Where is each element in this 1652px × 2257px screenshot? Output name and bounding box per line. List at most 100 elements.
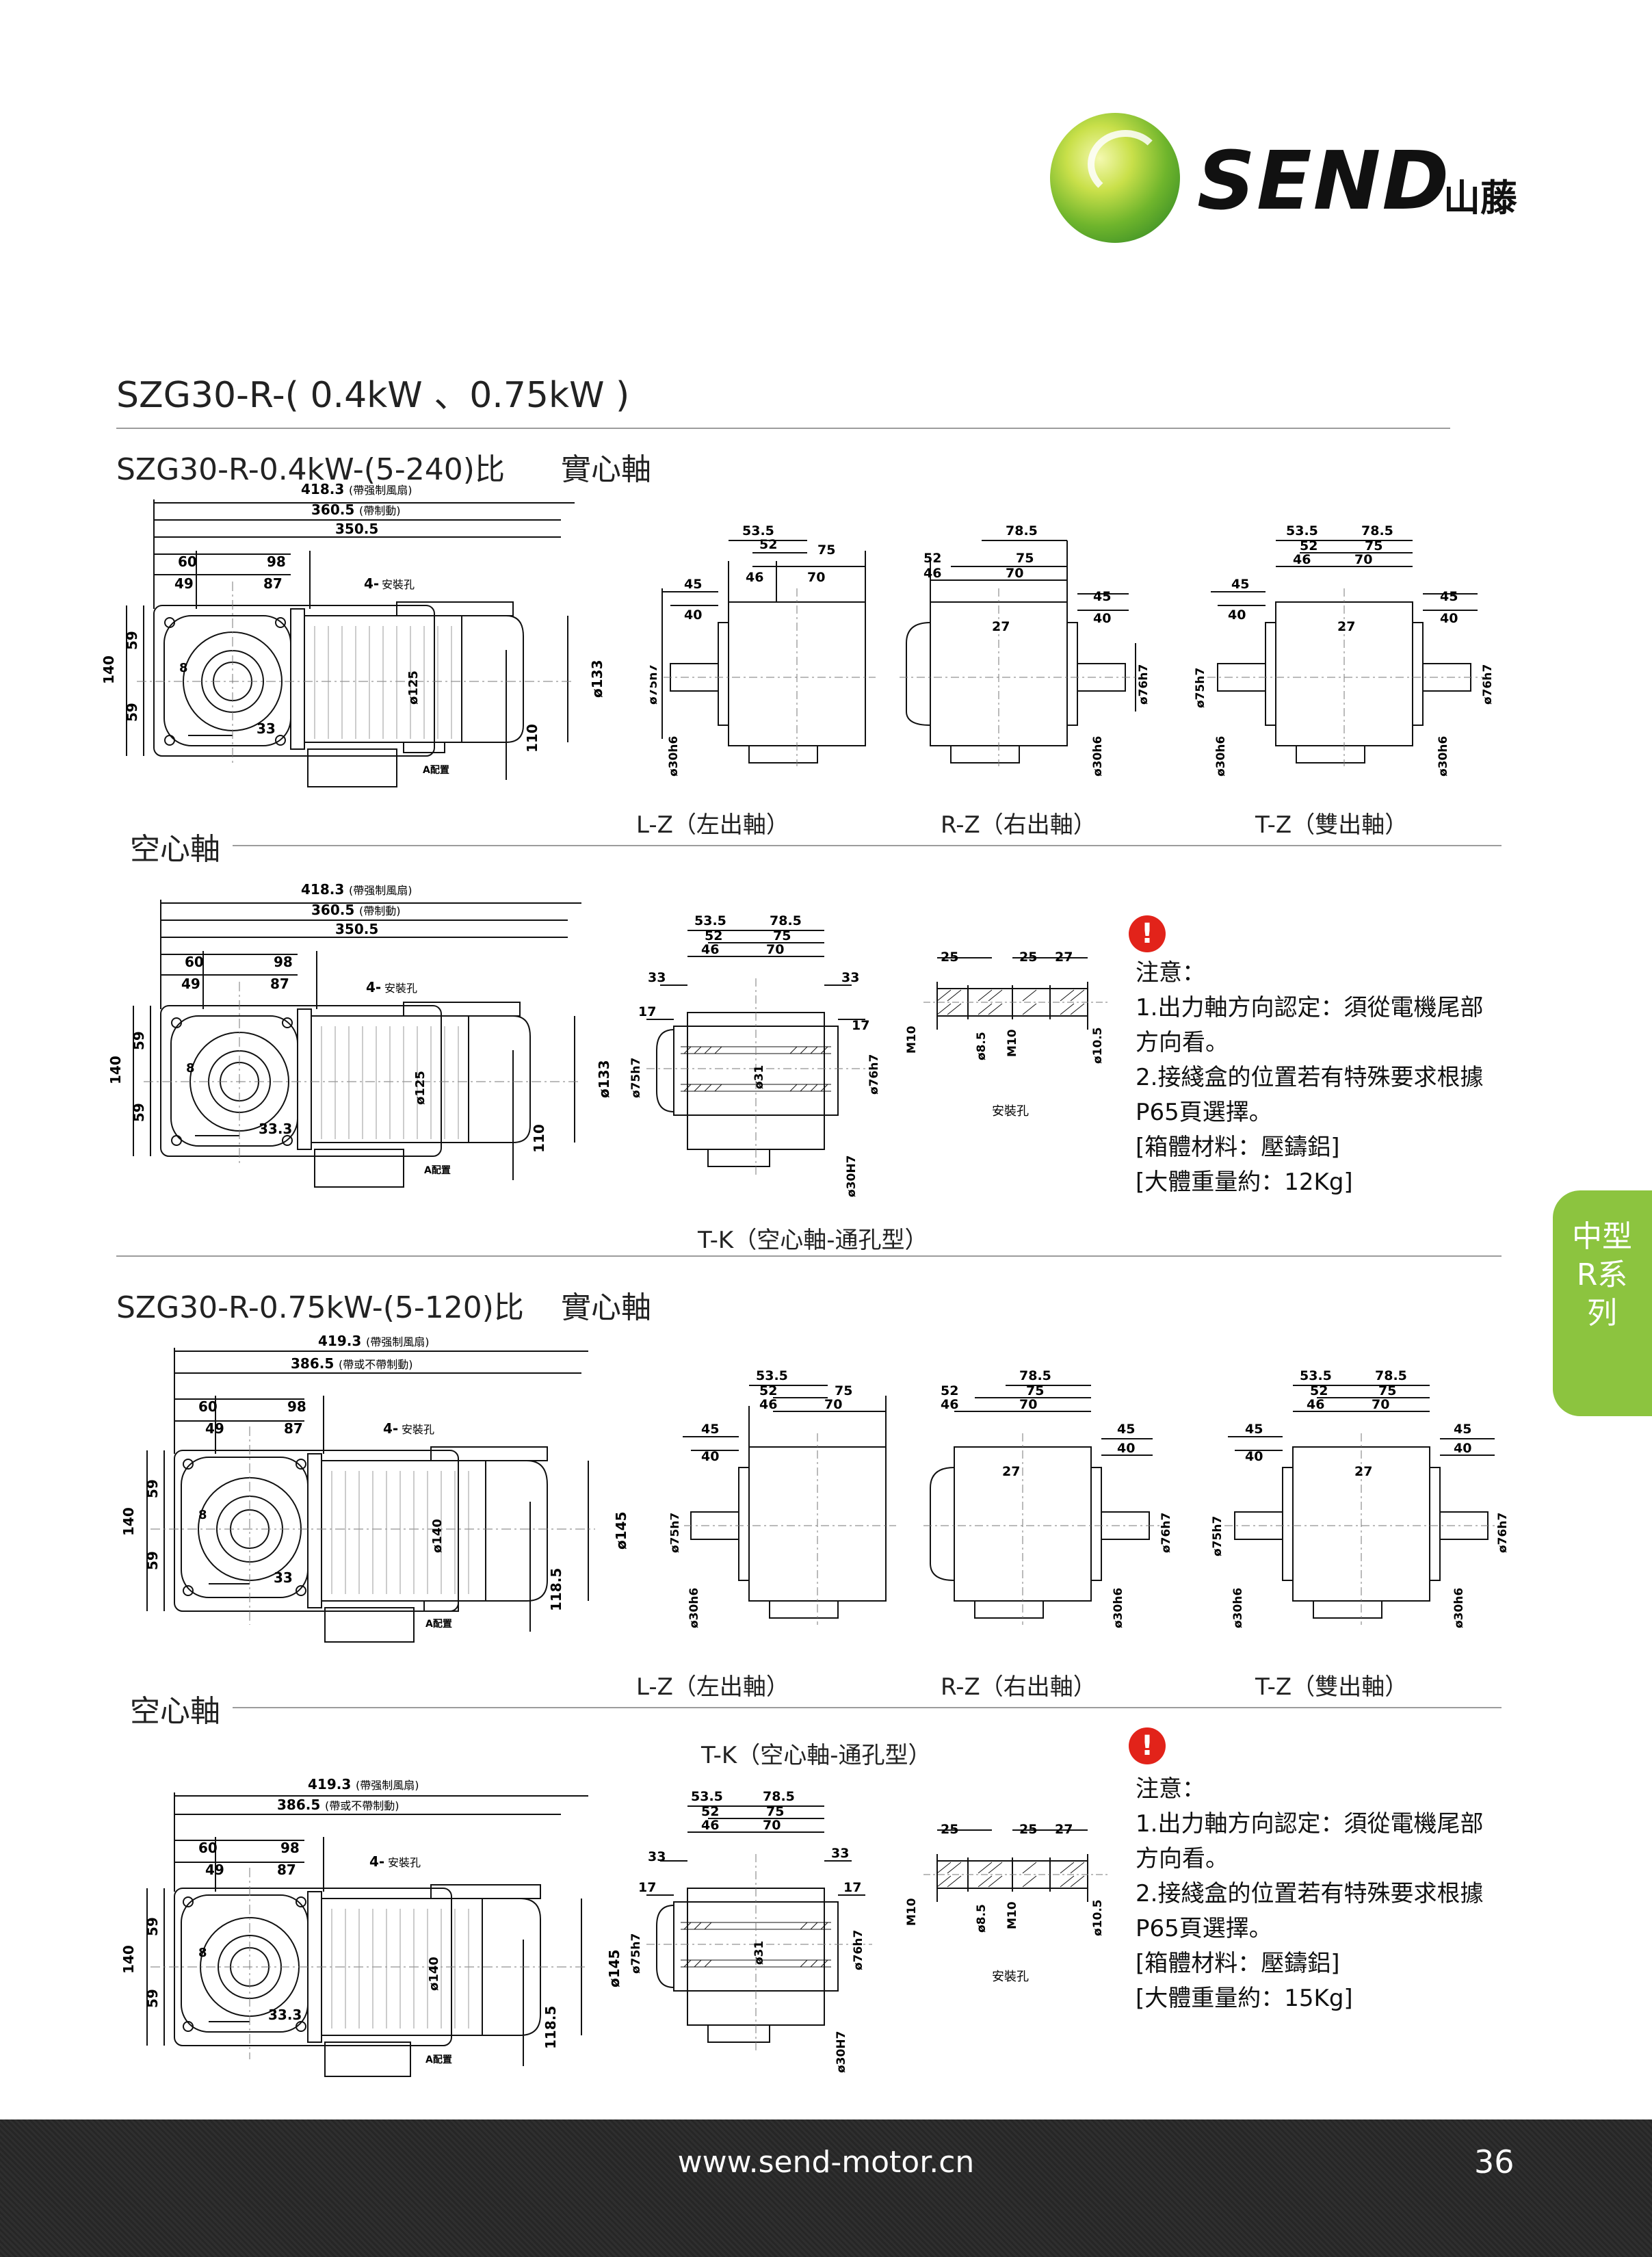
dim-40: 40 xyxy=(1093,611,1111,626)
section2-mounting-hole-detail: 25 25 27 M10 ø8.5 M10 ø10.5 安裝孔 xyxy=(903,1813,1122,2005)
dim-8: 8 xyxy=(198,1508,207,1522)
dim-total-fan-note: (帶强制風扇) xyxy=(349,484,412,497)
dim-phi125: ø125 xyxy=(413,1071,428,1105)
dim-phi31: ø31 xyxy=(752,1065,766,1089)
section1-view-tz: 53.5 78.5 52 75 46 70 45 40 45 40 27 ø75… xyxy=(1170,520,1498,794)
dim-45: 45 xyxy=(1245,1422,1263,1437)
note-line: 2.接綫盒的位置若有特殊要求根據 xyxy=(1136,1064,1484,1091)
dim-75: 75 xyxy=(766,1804,784,1819)
brand-logo-cn: 山藤 xyxy=(1443,177,1517,220)
dim-78-5: 78.5 xyxy=(1361,523,1393,538)
dim-52: 52 xyxy=(705,928,722,943)
note-line: 注意： xyxy=(1136,959,1205,987)
section2-label-lz: L-Z（左出軸） xyxy=(636,1673,789,1701)
dim-phi140: ø140 xyxy=(430,1519,445,1553)
dim-110: 110 xyxy=(531,1124,547,1153)
divider xyxy=(233,1707,1502,1708)
dim-78-5: 78.5 xyxy=(763,1789,795,1804)
dim-27: 27 xyxy=(1002,1464,1020,1479)
section1-hollow-label: 空心軸 xyxy=(130,832,220,867)
dim-25-left: 25 xyxy=(941,1822,958,1837)
dim-70: 70 xyxy=(766,942,784,957)
dim-total-fan: 419.3 xyxy=(318,1333,361,1349)
dim-27: 27 xyxy=(1354,1464,1372,1479)
dim-phi30: ø30h6 xyxy=(667,736,681,777)
dim-98: 98 xyxy=(287,1398,306,1415)
dim-holes-note: 安裝孔 xyxy=(402,1423,434,1436)
dim-phi10-5: ø10.5 xyxy=(1091,1899,1105,1936)
dim-phi145: ø145 xyxy=(613,1512,629,1550)
dim-59-top: 59 xyxy=(144,1479,161,1498)
dim-holes: 4- xyxy=(369,1853,384,1870)
dim-total-brake-note: (帶或不帶制動) xyxy=(325,1799,399,1812)
dim-118-5: 118.5 xyxy=(548,1568,564,1611)
dim-140: 140 xyxy=(120,1945,137,1974)
dim-78-5: 78.5 xyxy=(1006,523,1038,538)
dim-40: 40 xyxy=(701,1449,719,1464)
dim-phi30: ø30h6 xyxy=(687,1588,701,1628)
dim-59-top: 59 xyxy=(131,1031,147,1050)
terminal-box-label: A配置 xyxy=(425,1618,452,1630)
dim-total-brake-note: (帶制動) xyxy=(359,904,401,917)
dim-45: 45 xyxy=(684,577,702,592)
dim-phi76: ø76h7 xyxy=(1481,664,1495,705)
dim-8: 8 xyxy=(186,1061,195,1075)
dim-holes: 4- xyxy=(364,575,379,592)
note-line: [大體重量約：15Kg] xyxy=(1136,1985,1353,2012)
dim-total-brake-note: (帶或不帶制動) xyxy=(339,1358,413,1371)
dim-46: 46 xyxy=(701,1818,719,1833)
divider xyxy=(233,845,1502,846)
dim-98: 98 xyxy=(280,1840,300,1856)
section1-label-rz: R-Z（右出軸） xyxy=(941,811,1097,839)
dim-phi30-right: ø30h6 xyxy=(1437,736,1450,777)
dim-75: 75 xyxy=(1016,551,1034,566)
dim-70: 70 xyxy=(807,570,825,585)
dim-phi133: ø133 xyxy=(596,1060,612,1099)
dim-75: 75 xyxy=(1365,538,1382,553)
section2-view-tz: 53.5 78.5 52 75 46 70 45 40 45 40 27 ø75… xyxy=(1190,1365,1512,1645)
dim-phi10-5: ø10.5 xyxy=(1091,1027,1105,1064)
dim-phi76: ø76h7 xyxy=(1137,664,1149,705)
section2-motor-drawing: 419.3 (帶强制風扇) 386.5 (帶或不帶制動) 60 98 49 87… xyxy=(109,1331,643,1652)
section1-view-lz: 53.5 52 75 46 70 45 40 ø75h7 ø30h6 xyxy=(650,520,882,794)
section1-subtitle: 實心軸 xyxy=(561,452,651,487)
dim-75: 75 xyxy=(817,543,835,558)
dim-78-5: 78.5 xyxy=(1375,1368,1407,1383)
dim-59-bottom: 59 xyxy=(144,1989,161,2008)
dim-52: 52 xyxy=(923,551,941,566)
page-number: 36 xyxy=(1474,2143,1515,2180)
dim-78-5: 78.5 xyxy=(770,913,802,928)
dim-140: 140 xyxy=(101,655,117,684)
note-line: 2.接綫盒的位置若有特殊要求根據 xyxy=(1136,1880,1484,1907)
dim-75: 75 xyxy=(835,1383,852,1398)
dim-53-5: 53.5 xyxy=(742,523,774,538)
dim-8: 8 xyxy=(179,661,188,675)
section2-notes: 注意： 1.出力軸方向認定：須從電機尾部 方向看。 2.接綫盒的位置若有特殊要求… xyxy=(1136,1772,1483,2016)
dim-total-brake: 386.5 xyxy=(277,1797,320,1813)
dim-total-fan-note: (帶强制風扇) xyxy=(349,884,412,897)
series-side-tab: 中型R系列 xyxy=(1553,1190,1652,1416)
section2-view-rz: 78.5 52 75 46 70 45 40 27 ø76h7 ø30h6 xyxy=(920,1365,1173,1645)
dim-phi76: ø76h7 xyxy=(1159,1513,1173,1553)
warning-icon: ! xyxy=(1129,915,1166,952)
dim-33-left: 33 xyxy=(648,970,666,985)
dim-75: 75 xyxy=(773,928,791,943)
dim-140: 140 xyxy=(107,1056,124,1084)
dim-27: 27 xyxy=(992,619,1010,634)
dim-52: 52 xyxy=(941,1383,958,1398)
dim-45-right: 45 xyxy=(1454,1422,1471,1437)
note-line: 1.出力軸方向認定：須從電機尾部 xyxy=(1136,1810,1484,1838)
section1-view-rz: 78.5 52 75 46 70 45 40 27 ø76h7 ø30h6 xyxy=(896,520,1149,794)
dim-46: 46 xyxy=(1307,1397,1324,1412)
dim-17-left: 17 xyxy=(638,1880,656,1895)
note-line: [大體重量約：12Kg] xyxy=(1136,1169,1353,1196)
dim-49: 49 xyxy=(174,575,194,592)
dim-phi133: ø133 xyxy=(589,660,605,699)
section1-title: SZG30-R-0.4kW-(5-240)比 xyxy=(116,452,505,487)
section2-hollow-motor-drawing: 419.3 (帶强制風扇) 386.5 (帶或不帶制動) 60 98 49 87… xyxy=(109,1772,643,2093)
section2-view-lz: 53.5 52 75 46 70 45 40 ø75h7 ø30h6 xyxy=(670,1365,903,1645)
dim-53-5: 53.5 xyxy=(756,1368,788,1383)
dim-140: 140 xyxy=(120,1507,137,1536)
note-line: [箱體材料：壓鑄鋁] xyxy=(1136,1134,1340,1161)
dim-phi75: ø75h7 xyxy=(670,1513,682,1553)
